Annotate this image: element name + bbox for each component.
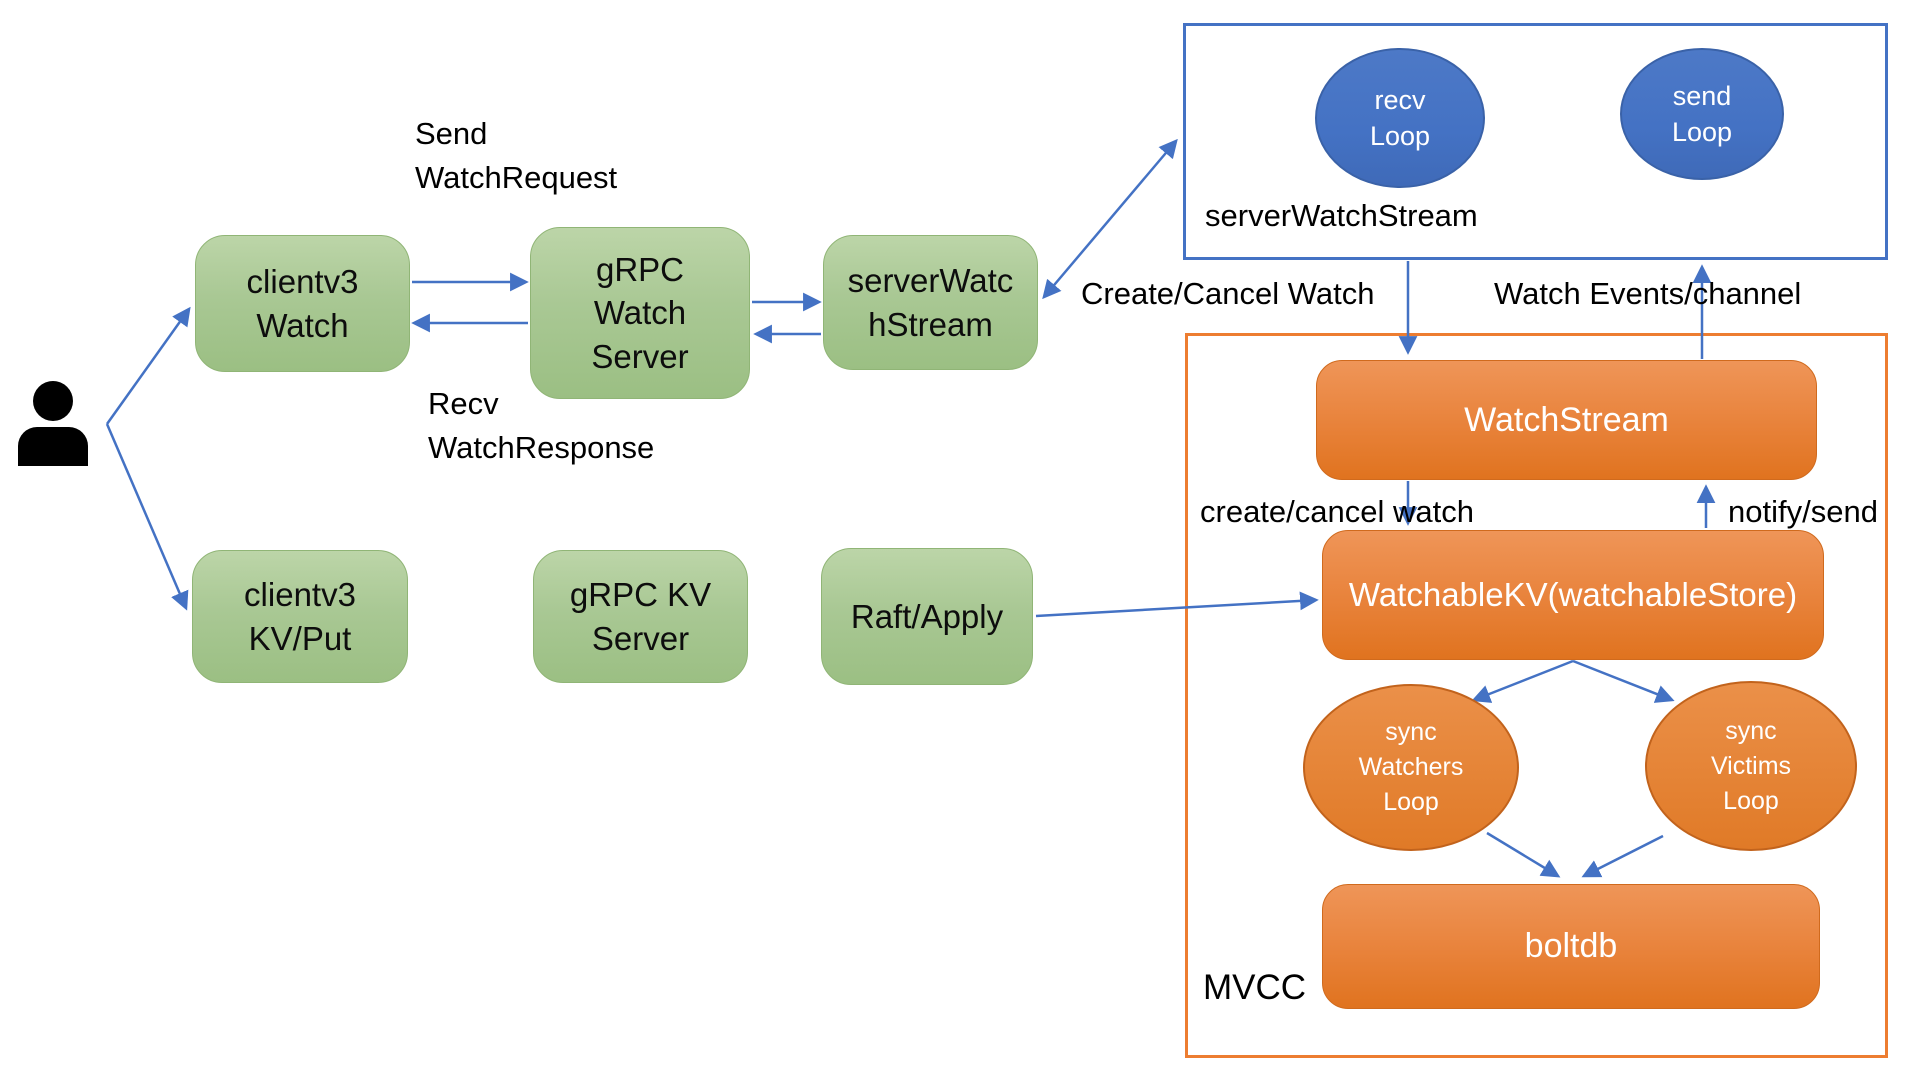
node-raft-apply: Raft/Apply — [821, 548, 1033, 685]
label-create-cancel-watch-internal: create/cancel watch — [1200, 494, 1474, 529]
label-watch-events-channel: Watch Events/channel — [1494, 276, 1802, 311]
node-recv-loop: recv Loop — [1315, 48, 1485, 188]
arrow-user-to-clientv3-watch — [105, 306, 191, 425]
label-notify-send: notify/send — [1728, 494, 1878, 529]
label-create-cancel-watch: Create/Cancel Watch — [1081, 276, 1375, 311]
arrow-user-to-clientv3-kvput — [105, 423, 189, 611]
arrow-serverwatchstream-bluebox-bidirectional — [1042, 138, 1178, 300]
node-clientv3-watch: clientv3 Watch — [195, 235, 410, 372]
node-grpc-kv-server: gRPC KV Server — [533, 550, 748, 683]
arrow-watchablekv-to-syncwatchers — [1471, 659, 1574, 703]
arrow-syncwatchers-to-boltdb — [1486, 831, 1561, 878]
node-watch-stream: WatchStream — [1316, 360, 1817, 480]
label-recv-watchresponse: Recv WatchResponse — [428, 386, 655, 466]
node-sync-victims-loop: sync Victims Loop — [1645, 681, 1857, 851]
server-watch-stream-container-label: serverWatchStream — [1205, 198, 1478, 233]
arrow-raftapply-to-watchablekv — [1035, 591, 1319, 618]
node-boltdb: boltdb — [1322, 884, 1820, 1009]
person-icon — [18, 381, 88, 466]
label-send-watchrequest: Send WatchRequest — [415, 116, 618, 196]
arrow-watchablekv-to-syncvictims — [1572, 659, 1675, 703]
mvcc-container-label: MVCC — [1203, 968, 1307, 1007]
node-server-watch-stream: serverWatc hStream — [823, 235, 1038, 370]
arrow-syncvictims-to-boltdb — [1581, 834, 1664, 878]
node-watchable-kv: WatchableKV(watchableStore) — [1322, 530, 1824, 660]
node-grpc-watch-server: gRPC Watch Server — [530, 227, 750, 399]
node-clientv3-kv-put: clientv3 KV/Put — [192, 550, 408, 683]
node-sync-watchers-loop: sync Watchers Loop — [1303, 684, 1519, 851]
node-send-loop: send Loop — [1620, 48, 1784, 180]
